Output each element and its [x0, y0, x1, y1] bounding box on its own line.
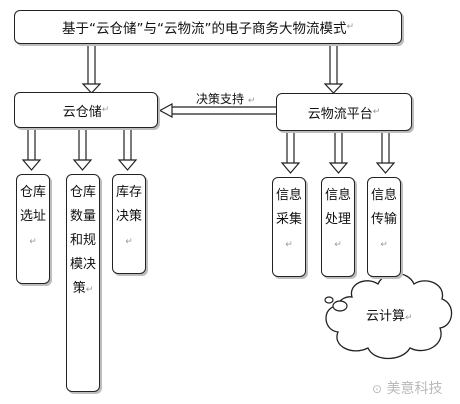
warehouse-location-box: 仓库选址↵ — [16, 174, 50, 284]
paragraph-mark: ↵ — [372, 107, 381, 117]
warehouse-location-text: 仓库选址 — [19, 185, 46, 224]
inventory-decision-box: 库存决策↵ — [112, 174, 146, 274]
info-collection-box: 信息采集↵ — [272, 177, 306, 277]
paragraph-mark: ↵ — [101, 105, 110, 115]
watermark: ⊙ 美意科技 — [372, 378, 443, 398]
info-processing-box: 信息处理↵ — [321, 177, 355, 277]
cloud-computing-label: 云计算↵ — [366, 309, 413, 324]
inventory-decision-text: 库存决策 — [115, 185, 142, 224]
cloud-warehouse-box: 云仓储 ↵ — [14, 92, 158, 128]
cloud-logistics-box: 云物流平台 ↵ — [276, 93, 412, 131]
arrow-top-to-warehouse — [81, 44, 102, 94]
info-transmission-box: 信息传输↵ — [367, 177, 401, 277]
cloud-logistics-title: 云物流平台 — [307, 106, 373, 122]
decision-support-label: 决策支持 ↵ — [196, 92, 256, 106]
info-transmission-text: 信息传输 — [370, 188, 397, 227]
top-model-title: 基于“云仓储”与“云物流”的电子商务大物流模式 — [61, 21, 347, 37]
warehouse-quantity-scale-text: 仓库数量和规模决策 — [69, 185, 96, 296]
warehouse-quantity-scale-box: 仓库数量和规模决策↵ — [66, 174, 100, 392]
arrow-top-to-logistics — [323, 44, 344, 94]
arrow-decision-support — [158, 102, 276, 119]
paragraph-mark: ↵ — [346, 22, 355, 32]
watermark-text: 美意科技 — [386, 381, 443, 397]
top-model-box: 基于“云仓储”与“云物流”的电子商务大物流模式 ↵ — [14, 10, 402, 44]
arrow-logistics-children — [280, 131, 396, 174]
info-processing-text: 信息处理 — [324, 188, 351, 227]
info-collection-text: 信息采集 — [275, 188, 302, 227]
cloud-warehouse-title: 云仓储 — [62, 104, 102, 120]
wechat-logo-icon: ⊙ — [372, 382, 383, 396]
arrow-warehouse-children — [21, 128, 138, 171]
